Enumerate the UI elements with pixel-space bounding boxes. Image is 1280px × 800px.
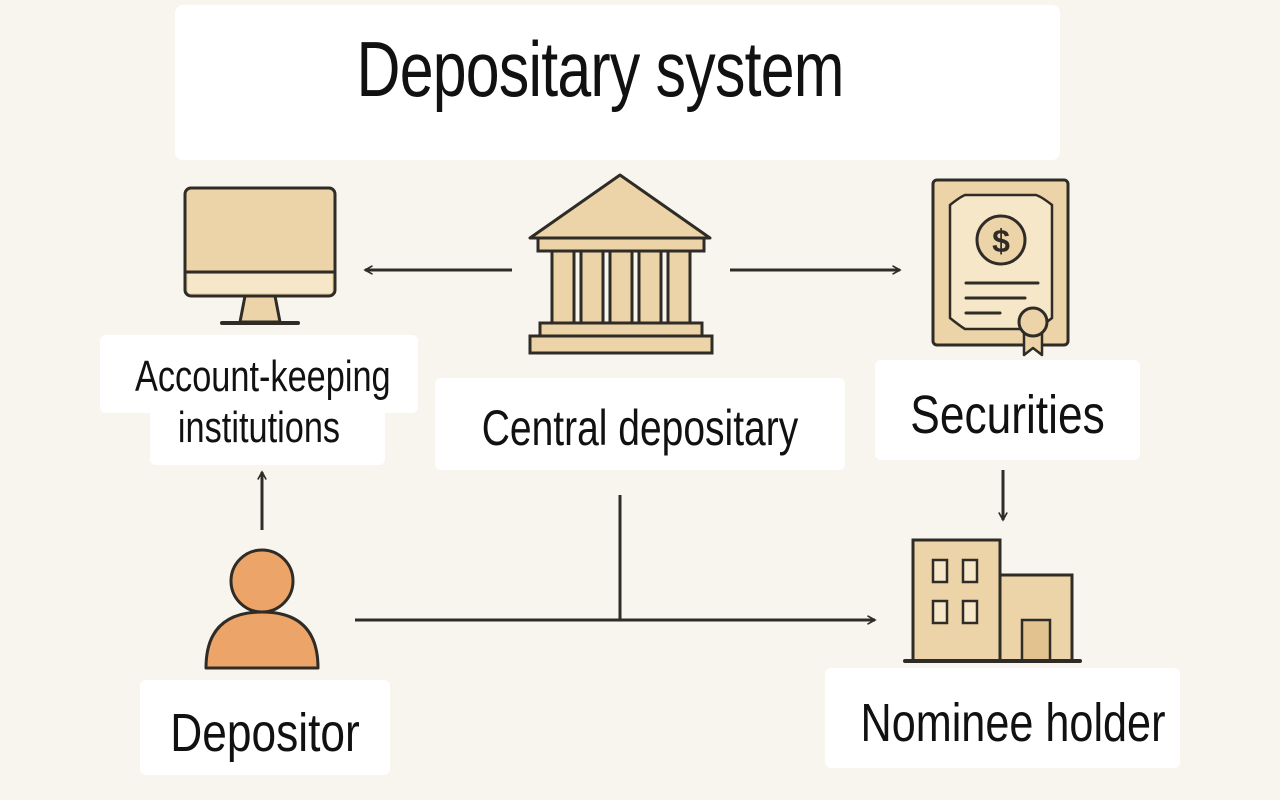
- certificate-icon: $: [931, 178, 1070, 357]
- account-keeping-label-box-lower: [150, 405, 385, 465]
- person-icon: [204, 548, 320, 670]
- title-panel: [175, 5, 1060, 160]
- account-keeping-label-line1: Account-keeping: [134, 352, 391, 401]
- nominee-holder-label: Nominee holder: [860, 693, 1166, 753]
- computer-monitor-icon: [183, 186, 337, 325]
- diagram-title: Depositary system: [356, 25, 845, 113]
- currency-symbol: $: [992, 223, 1010, 259]
- depositor-label: Depositor: [170, 703, 360, 763]
- central-depositary-label: Central depositary: [481, 400, 799, 456]
- office-building-icon: [903, 538, 1082, 663]
- securities-label-box: [875, 360, 1140, 460]
- account-keeping-label: Account-keeping institutions: [134, 352, 391, 453]
- nominee-holder-label-box: [825, 668, 1180, 768]
- bank-building-icon: [528, 173, 714, 355]
- central-depositary-label-box: [435, 378, 845, 470]
- securities-label: Securities: [910, 385, 1105, 445]
- account-keeping-label-box: [100, 335, 418, 413]
- account-keeping-label-line2: institutions: [177, 402, 341, 452]
- depositor-label-box: [140, 680, 390, 775]
